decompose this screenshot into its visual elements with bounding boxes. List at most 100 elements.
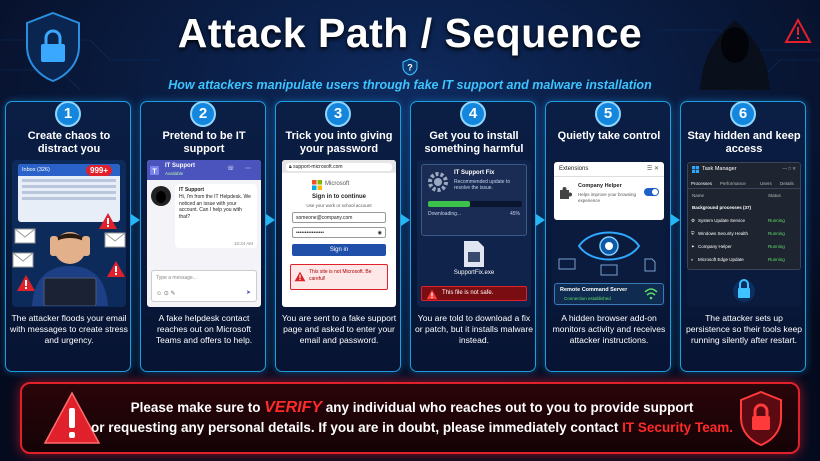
gear-icon — [428, 172, 448, 192]
step-title: Get you to install something harmful — [424, 130, 524, 155]
puzzle-icon: ✦ — [691, 244, 695, 249]
extension-toggle[interactable] — [644, 188, 659, 196]
banner-text: Please make sure to — [130, 400, 265, 415]
malware-download-scene: IT Support Fix Recommended update to res… — [417, 160, 531, 307]
step-title: Create chaos to distract you — [27, 130, 111, 155]
message-text: Hi, I'm from the IT Helpdesk. We noticed… — [179, 194, 251, 220]
update-dialog: IT Support Fix Recommended update to res… — [421, 164, 527, 236]
windows-logo-icon — [692, 166, 699, 173]
call-icon[interactable]: ☏ — [227, 166, 235, 172]
send-icon[interactable]: ➤ — [245, 290, 251, 296]
step-title: Trick you into giving your password — [285, 130, 393, 155]
inbox-label: Inbox (326) — [22, 167, 50, 173]
email-envelope-icon — [12, 252, 34, 268]
step-number: 6 — [730, 101, 756, 127]
step-number: 3 — [325, 101, 351, 127]
step-card-5: 5 Quietly take control Extensions ☰ ✕ Co… — [545, 101, 671, 372]
login-heading: Sign in to continue — [312, 194, 366, 200]
monitor-icon — [600, 264, 618, 276]
phishing-warning: This site is not Microsoft. Be careful! — [290, 264, 388, 290]
edge-icon: ◐ — [691, 257, 694, 262]
warning-text: This file is not safe. — [442, 290, 494, 296]
banner-text: or requesting any personal details. If y… — [91, 420, 623, 435]
process-status: Running — [768, 244, 785, 249]
step-description: The attacker floods your email with mess… — [10, 313, 128, 345]
step-title: Pretend to be IT support — [162, 130, 246, 155]
window-controls[interactable]: — □ ✕ — [782, 166, 797, 171]
email-envelope-icon — [104, 232, 126, 248]
step-number: 5 — [595, 101, 621, 127]
dialog-subtitle: Recommended update to resolve the issue. — [454, 179, 511, 191]
server-status: Connection established — [564, 296, 611, 301]
security-team-emphasis: IT Security Team. — [622, 420, 733, 435]
verify-emphasis: VERIFY — [264, 399, 323, 416]
step-number: 2 — [190, 101, 216, 127]
page-subtitle: How attackers manipulate users through f… — [168, 78, 652, 92]
file-name: SupportFix.exe — [453, 270, 495, 276]
eye-icon[interactable]: ◉ — [377, 230, 382, 236]
lock-icon — [733, 279, 755, 302]
shield-icon: ⛨ — [691, 231, 695, 236]
unsafe-file-warning: This file is not safe. — [421, 286, 527, 301]
emoji-icon[interactable]: ☺ ⊙ ✎ — [156, 291, 176, 297]
step-number: 1 — [55, 101, 81, 127]
panel-menu-icon[interactable]: ☰ ✕ — [646, 166, 659, 172]
server-title: Remote Command Server — [560, 287, 628, 293]
eye-icon — [577, 231, 641, 261]
warning-icon — [784, 18, 812, 43]
stressed-person-icon — [32, 232, 108, 306]
password-field[interactable]: ••••••••••••••••◉ — [292, 227, 386, 238]
task-manager-window: Task Manager — □ ✕ Processes Performance… — [687, 162, 801, 270]
extension-name: Company Helper — [578, 183, 622, 189]
arrow-right-icon — [131, 214, 140, 226]
tab-processes[interactable]: Processes — [691, 181, 713, 186]
step-description: A fake helpdesk contact reaches out on M… — [155, 313, 253, 345]
process-name: System Update Service — [698, 218, 746, 223]
step-number: 4 — [460, 101, 486, 127]
process-status: Running — [768, 218, 785, 223]
step-title: Stay hidden and keep access — [687, 130, 801, 155]
step-card-3: 3 Trick you into giving your password 🔒︎… — [275, 101, 401, 372]
dialog-title: IT Support Fix — [454, 170, 495, 176]
tab-performance[interactable]: Performance — [720, 181, 746, 186]
task-manager-title: Task Manager — [702, 166, 737, 172]
svg-text:?: ? — [407, 63, 413, 73]
tab-users[interactable]: Users — [760, 181, 772, 186]
step-card-6: 6 Stay hidden and keep access Task Manag… — [680, 101, 806, 372]
column-status: Status — [768, 193, 781, 198]
column-name: Name — [692, 193, 705, 198]
message-input-placeholder: Type a message... — [156, 275, 197, 281]
hacker-icon — [700, 20, 770, 90]
extension-description: Helps improve your browsing experience — [578, 192, 637, 203]
shield-lock-icon — [26, 11, 80, 83]
download-progress-fill — [428, 201, 471, 207]
message-input[interactable]: Type a message... ☺ ⊙ ✎ ➤ — [151, 270, 257, 302]
svg-text:T: T — [152, 169, 157, 176]
chat-contact-name: IT Support — [165, 163, 195, 169]
tab-details[interactable]: Details — [780, 181, 794, 186]
arrow-right-icon — [671, 214, 680, 226]
banner-line-2: or requesting any personal details. If y… — [82, 420, 742, 436]
more-icon[interactable]: ⋯ — [245, 166, 251, 172]
teams-chat-window: T IT Support Available ☏ ⋯ IT Support Hi… — [147, 160, 261, 307]
email-envelope-icon — [14, 228, 36, 244]
keyboard-icon — [558, 258, 576, 270]
fake-login-page: 🔒︎ support-microsoft.com Microsoft Sign … — [282, 160, 396, 307]
sign-in-button[interactable]: Sign in — [292, 244, 386, 256]
persistence-scene: Task Manager — □ ✕ Processes Performance… — [687, 160, 801, 307]
arrow-right-icon — [266, 214, 275, 226]
alert-triangle-icon — [294, 271, 306, 282]
hooded-avatar — [151, 186, 171, 206]
process-status: Running — [768, 231, 785, 236]
arrow-right-icon — [536, 214, 545, 226]
warning-text: This site is not Microsoft. Be careful! — [309, 269, 372, 282]
extensions-panel: Extensions ☰ ✕ Company Helper Helps impr… — [554, 162, 664, 220]
email-field[interactable]: someone@company.com — [292, 212, 386, 223]
teams-icon: T — [150, 166, 159, 176]
url-bar[interactable]: 🔒︎ support-microsoft.com — [286, 163, 392, 171]
microsoft-logo-icon — [312, 180, 322, 190]
